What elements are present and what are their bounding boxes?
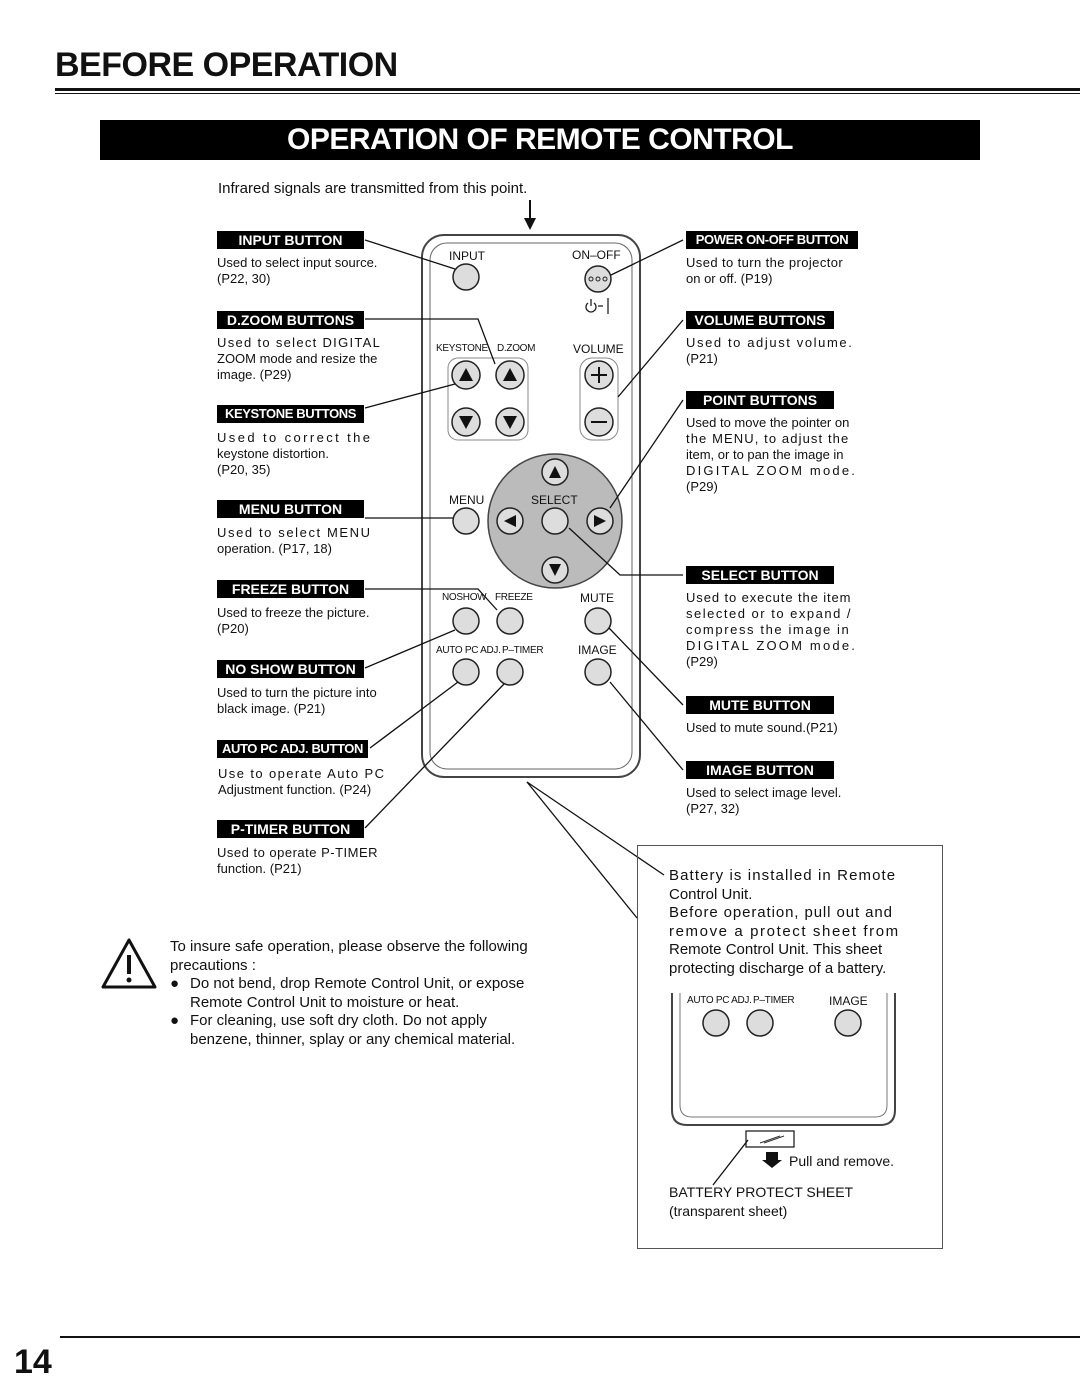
- dzoom-up-button: [495, 360, 525, 390]
- mute-button: [584, 607, 612, 635]
- keystone-up-button: [451, 360, 481, 390]
- input-button: [452, 263, 480, 291]
- tag-noshow-button: NO SHOW BUTTON: [217, 660, 364, 678]
- tag-input-button: INPUT BUTTON: [217, 231, 364, 249]
- battery-info-box: [637, 845, 943, 1249]
- select-button: [541, 507, 569, 535]
- tag-power-button: POWER ON-OFF BUTTON: [686, 231, 858, 249]
- page-number: 14: [14, 1343, 52, 1381]
- tag-volume-buttons: VOLUME BUTTONS: [686, 311, 834, 329]
- remote-label-input: INPUT: [449, 249, 485, 263]
- point-down-button: [541, 556, 569, 584]
- battery-text: Battery is installed in Remote Control U…: [669, 867, 900, 977]
- volume-up-button: [584, 360, 614, 390]
- battery-label-ptimer: P–TIMER: [753, 995, 795, 1006]
- desc-point-buttons: Used to move the pointer on the MENU, to…: [686, 415, 858, 494]
- keystone-down-button: [451, 407, 481, 437]
- remote-label-ptimer: P–TIMER: [502, 645, 544, 656]
- bullet-icon: ●: [170, 1012, 180, 1029]
- header-rule-thin: [55, 93, 1080, 94]
- footer-rule: [60, 1336, 1080, 1338]
- tag-point-buttons: POINT BUTTONS: [686, 391, 834, 409]
- tag-select-button: SELECT BUTTON: [686, 566, 834, 584]
- tag-autopc-button: AUTO PC ADJ. BUTTON: [217, 740, 368, 758]
- remote-label-volume: VOLUME: [573, 342, 624, 356]
- tag-freeze-button: FREEZE BUTTON: [217, 580, 364, 598]
- warning-bullet-2: ● For cleaning, use soft dry cloth. Do n…: [170, 1012, 516, 1048]
- remote-label-keystone: KEYSTONE: [436, 343, 488, 354]
- desc-input-button: Used to select input source.(P22, 30): [217, 255, 378, 286]
- point-left-button: [496, 507, 524, 535]
- tag-dzoom-buttons: D.ZOOM BUTTONS: [217, 311, 364, 329]
- tag-menu-button: MENU BUTTON: [217, 500, 364, 518]
- remote-label-dzoom: D.ZOOM: [497, 343, 536, 354]
- remote-label-menu: MENU: [449, 493, 485, 507]
- point-up-button: [541, 458, 569, 486]
- pull-remove-label: Pull and remove.: [789, 1153, 895, 1169]
- volume-down-button: [584, 407, 614, 437]
- power-symbol-icon: [585, 298, 609, 314]
- desc-image-button: Used to select image level.(P27, 32): [686, 785, 842, 816]
- battery-label-autopc: AUTO PC ADJ.: [687, 995, 752, 1006]
- autopc-button: [452, 658, 480, 686]
- warning-intro: To insure safe operation, please observe…: [170, 938, 528, 974]
- remote-label-freeze: FREEZE: [495, 592, 533, 603]
- point-right-button: [586, 507, 614, 535]
- desc-mute-button: Used to mute sound.(P21): [686, 720, 838, 735]
- section-banner: OPERATION OF REMOTE CONTROL: [100, 120, 980, 160]
- noshow-button: [452, 607, 480, 635]
- warning-bullet-1: ● Do not bend, drop Remote Control Unit,…: [170, 975, 525, 1011]
- desc-select-button: Used to execute the item selected or to …: [686, 590, 858, 669]
- battery-sheet-label: BATTERY PROTECT SHEET(transparent sheet): [669, 1184, 854, 1219]
- tag-keystone-buttons: KEYSTONE BUTTONS: [217, 405, 364, 423]
- desc-volume-buttons: Used to adjust volume.(P21): [686, 335, 854, 366]
- battery-detail-drawing: [671, 993, 896, 1186]
- menu-button: [452, 507, 480, 535]
- remote-label-image: IMAGE: [578, 643, 617, 657]
- pull-arrow-icon: [762, 1152, 782, 1168]
- remote-label-select: SELECT: [531, 493, 578, 507]
- tag-mute-button: MUTE BUTTON: [686, 696, 834, 714]
- remote-label-mute: MUTE: [580, 591, 614, 605]
- image-button: [584, 658, 612, 686]
- warning-triangle-icon: [101, 938, 157, 989]
- bullet-icon: ●: [170, 975, 180, 992]
- dzoom-down-button: [495, 407, 525, 437]
- remote-label-on-off: ON–OFF: [572, 248, 621, 262]
- tag-image-button: IMAGE BUTTON: [686, 761, 834, 779]
- ptimer-button: [496, 658, 524, 686]
- page-header-title: BEFORE OPERATION: [55, 46, 398, 84]
- tag-ptimer-button: P-TIMER BUTTON: [217, 820, 364, 838]
- freeze-button: [496, 607, 524, 635]
- desc-freeze-button: Used to freeze the picture.(P20): [217, 605, 370, 636]
- ir-note: Infrared signals are transmitted from th…: [218, 180, 528, 197]
- battery-label-image: IMAGE: [829, 994, 868, 1008]
- remote-label-autopc: AUTO PC ADJ.: [436, 645, 501, 656]
- remote-label-noshow: NOSHOW: [442, 592, 487, 603]
- header-rule: [55, 88, 1080, 91]
- power-button: [584, 265, 612, 293]
